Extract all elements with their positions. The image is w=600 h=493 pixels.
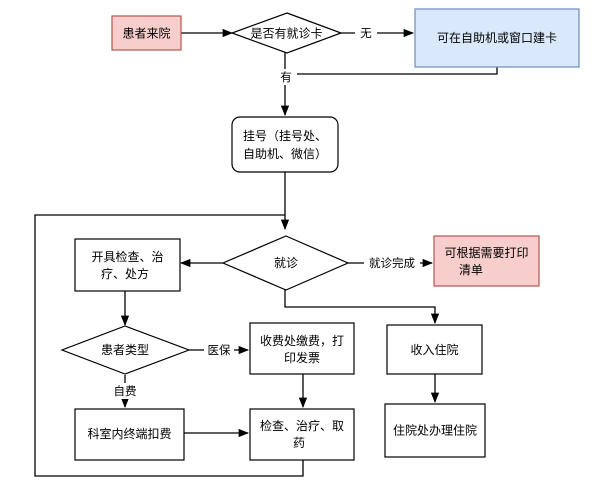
node-patient-type-label: 患者类型	[101, 343, 149, 357]
node-terminal-pay-label: 科室内终端扣费	[87, 426, 171, 441]
node-create-card: 可在自助机或窗口建卡	[414, 8, 580, 68]
node-patient-arrives: 患者来院	[111, 15, 182, 51]
node-has-card-decision: 是否有就诊卡	[230, 12, 343, 54]
node-terminal-pay: 科室内终端扣费	[74, 408, 185, 461]
edge-labels: 无 有 就诊完成 医保 自费	[110, 25, 420, 399]
edge-label-yes: 有	[280, 70, 292, 84]
edge-label-self-pay: 自费	[114, 384, 137, 398]
edge-card-to-register	[285, 67, 498, 75]
node-print-list: 可根据需要打印 清单	[433, 235, 540, 287]
node-create-card-label: 可在自助机或窗口建卡	[437, 31, 557, 45]
node-has-card-label: 是否有就诊卡	[250, 27, 322, 41]
node-patient-arrives-label: 患者来院	[122, 27, 170, 41]
node-exam-line-1: 检查、治疗、取	[260, 418, 344, 433]
node-register-line-2: 自助机、微信）	[243, 147, 327, 161]
node-pay-counter: 收费处缴费，打 印发票	[249, 322, 355, 375]
node-register-line-1: 挂号（挂号处、	[243, 129, 327, 143]
node-print-list-line-1: 可根据需要打印	[444, 246, 528, 260]
node-register: 挂号（挂号处、 自助机、微信）	[231, 116, 339, 173]
edge-consult-to-admission	[284, 290, 440, 325]
node-inpatient-office-label: 住院处办理住院	[393, 423, 477, 438]
edge-label-done: 就诊完成	[369, 256, 415, 270]
edge-label-insurance: 医保	[208, 343, 231, 357]
node-consult-label: 就诊	[274, 256, 298, 270]
edge-label-no: 无	[360, 26, 372, 40]
edge-exam-loop-back	[34, 214, 304, 477]
node-admission: 收入住院	[386, 324, 483, 375]
node-prescribe-line-1: 开具检查、治	[91, 249, 163, 264]
node-prescribe: 开具检查、治 疗、处方	[74, 238, 181, 292]
node-print-list-line-2: 清单	[459, 263, 483, 277]
node-inpatient-office: 住院处办理住院	[384, 403, 486, 458]
node-pay-counter-line-1: 收费处缴费，打	[260, 333, 344, 348]
node-exam: 检查、治疗、取 药	[249, 408, 355, 461]
edges	[34, 28, 498, 477]
node-patient-type-decision: 患者类型	[60, 325, 191, 375]
node-admission-label: 收入住院	[410, 343, 458, 357]
node-exam-line-2: 药	[293, 436, 305, 450]
node-consult-decision: 就诊	[221, 235, 350, 291]
node-pay-counter-line-2: 印发票	[284, 350, 320, 365]
node-prescribe-line-2: 疗、处方	[101, 266, 149, 281]
